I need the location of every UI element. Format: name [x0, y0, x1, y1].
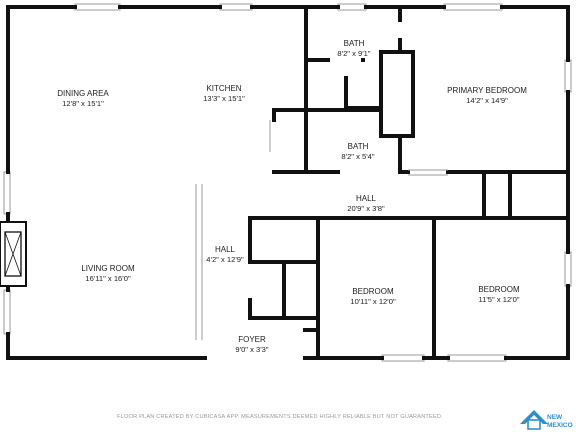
room-dims-kitchen: 13'3" x 15'1" [203, 94, 245, 103]
room-dims-bedroom-middle: 10'11" x 12'0" [350, 297, 396, 306]
room-dims-hall-west: 4'2" x 12'9" [206, 255, 244, 264]
window-left-upper [3, 171, 11, 215]
room-name-hall-west: HALL [215, 245, 236, 254]
room-name-bath-lower: BATH [348, 142, 369, 151]
window-top-bedroom [443, 3, 503, 11]
window-top-kitchen [219, 3, 253, 11]
room-name-primary-bedroom: PRIMARY BEDROOM [447, 86, 527, 95]
room-dims-hall-main: 20'9" x 3'8" [347, 204, 385, 213]
room-name-bedroom-east: BEDROOM [478, 285, 520, 294]
room-dims-bath-lower: 8'2" x 5'4" [341, 152, 375, 161]
fireplace-icon [0, 221, 27, 287]
window-right-primary [564, 59, 572, 93]
room-dims-foyer: 9'0" x 3'3" [235, 345, 269, 354]
footer-disclaimer: FLOOR PLAN CREATED BY CUBICASA APP. MEAS… [117, 414, 443, 420]
room-dims-bath-upper: 8'2" x 9'1" [337, 49, 371, 58]
openings [195, 120, 448, 340]
room-dims-dining-area: 12'8" x 15'1" [62, 99, 104, 108]
window-left-lower [3, 289, 11, 335]
room-dims-living-room: 16'11" x 16'0" [85, 274, 131, 283]
room-name-dining-area: DINING AREA [57, 89, 109, 98]
window-bottom-bedroom-middle [381, 354, 425, 362]
room-name-bedroom-middle: BEDROOM [352, 287, 394, 296]
window-right-bedroom [564, 251, 572, 287]
window-bottom-bedroom-east [447, 354, 507, 362]
room-labels: DINING AREA 12'8" x 15'1" KITCHEN 13'3" … [57, 39, 527, 354]
window-top-dining [74, 3, 121, 11]
room-dims-bedroom-east: 11'5" x 12'0" [478, 295, 519, 304]
logo: NEW MEXICO [520, 410, 573, 430]
room-name-hall-main: HALL [356, 194, 377, 203]
logo-line-2: MEXICO [547, 422, 573, 429]
window-top-bath [337, 3, 367, 11]
room-dims-primary-bedroom: 14'2" x 14'9" [466, 96, 508, 105]
logo-line-1: NEW [547, 414, 563, 421]
room-name-kitchen: KITCHEN [206, 84, 241, 93]
walls [6, 5, 570, 360]
room-name-bath-upper: BATH [344, 39, 365, 48]
room-name-foyer: FOYER [238, 335, 266, 344]
house-logo-icon [520, 410, 548, 430]
room-name-living-room: LIVING ROOM [81, 264, 135, 273]
